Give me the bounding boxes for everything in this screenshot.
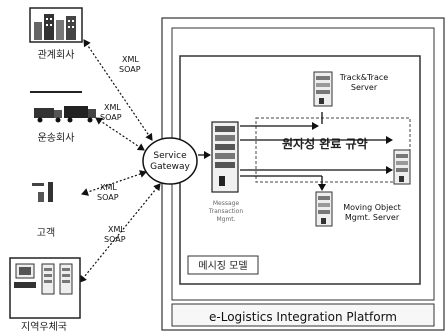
track-trace-server-icon (313, 71, 333, 107)
gateway-label-2: Gateway (150, 162, 190, 172)
link-customer (81, 170, 147, 196)
link-affiliate (83, 39, 153, 141)
entity-carrier-label: 운송회사 (38, 132, 75, 144)
track-server-label-2: Server (351, 83, 378, 92)
protocol-2-line1: XML (104, 103, 121, 112)
moving-object-server-icon (315, 191, 333, 227)
right-server-icon (393, 149, 411, 185)
central-server-label-1: Message (213, 200, 240, 207)
protocol-4-line1: XML (108, 225, 125, 234)
central-server-label-2: Transaction (208, 208, 244, 215)
link-post-office (79, 183, 161, 283)
moving-server-label-1: Moving Object (343, 203, 401, 212)
post-office-computer-icon (9, 257, 81, 319)
gateway-label-1: Service (153, 151, 187, 161)
rule-label: 원자성 완료 규약 (282, 136, 368, 151)
track-server-label-1: Track&Trace (339, 73, 388, 82)
central-server-icon (211, 121, 239, 193)
link-carrier (95, 117, 145, 151)
protocol-2-line2: SOAP (100, 113, 122, 122)
entity-customer-label: 고객 (37, 227, 55, 239)
customer-icon (32, 182, 53, 202)
entity-post-office-label: 지역우체국 (21, 321, 67, 333)
central-server-label-3: Mgmt. (216, 216, 235, 223)
protocol-1-line2: SOAP (119, 65, 141, 74)
protocol-4-line2: SOAP (104, 235, 126, 244)
messaging-module-label: 메시징 모델 (198, 260, 247, 272)
protocol-1-line1: XML (122, 55, 139, 64)
service-gateway-node (142, 137, 198, 185)
entity-affiliate-label: 관계회사 (38, 49, 75, 61)
moving-server-label-2: Mgmt. Server (345, 213, 400, 222)
truck-icon (30, 91, 96, 123)
messaging-module-box (187, 255, 259, 275)
protocol-3-line2: SOAP (97, 193, 119, 202)
protocol-3-line1: XML (100, 183, 117, 192)
city-buildings-icon (29, 7, 83, 43)
platform-label: e-Logistics Integration Platform (209, 310, 397, 324)
platform-label-box (171, 303, 435, 327)
